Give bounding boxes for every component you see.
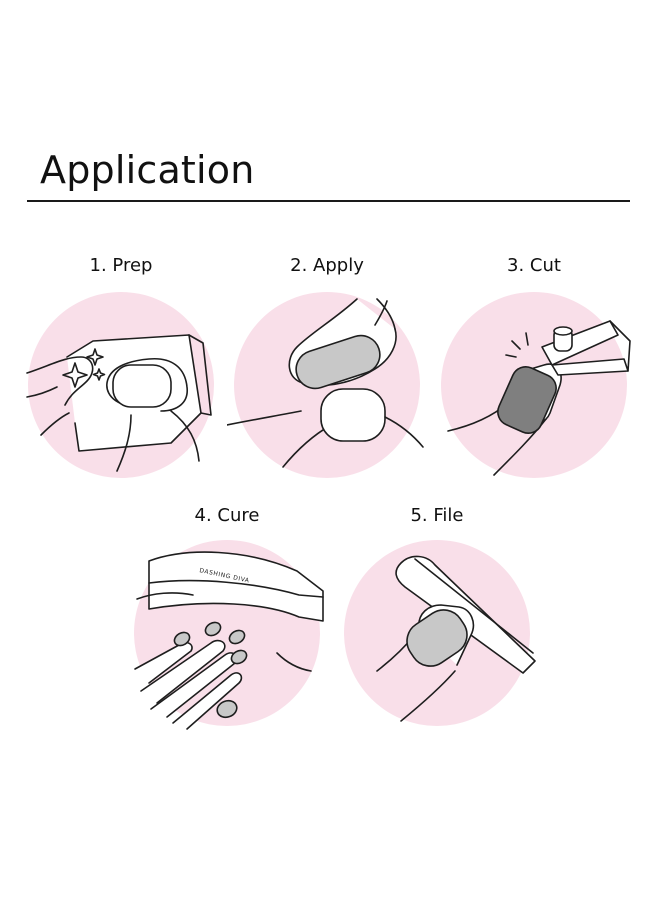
apply-nail-icon [227,292,424,478]
title-divider [27,200,630,202]
step-label-apply: 2. Apply [290,255,364,276]
step-label-prep: 1. Prep [89,255,153,276]
file-nail-icon [344,540,536,726]
cure-lamp-icon: DASHING DIVA [134,540,324,730]
step-label-cut: 3. Cut [507,255,561,276]
cut-clipper-icon [441,292,631,478]
page-title: Application [40,148,255,192]
step-label-file: 5. File [410,505,464,526]
step-label-cure: 4. Cure [194,505,260,526]
prep-wipe-icon [26,292,214,478]
